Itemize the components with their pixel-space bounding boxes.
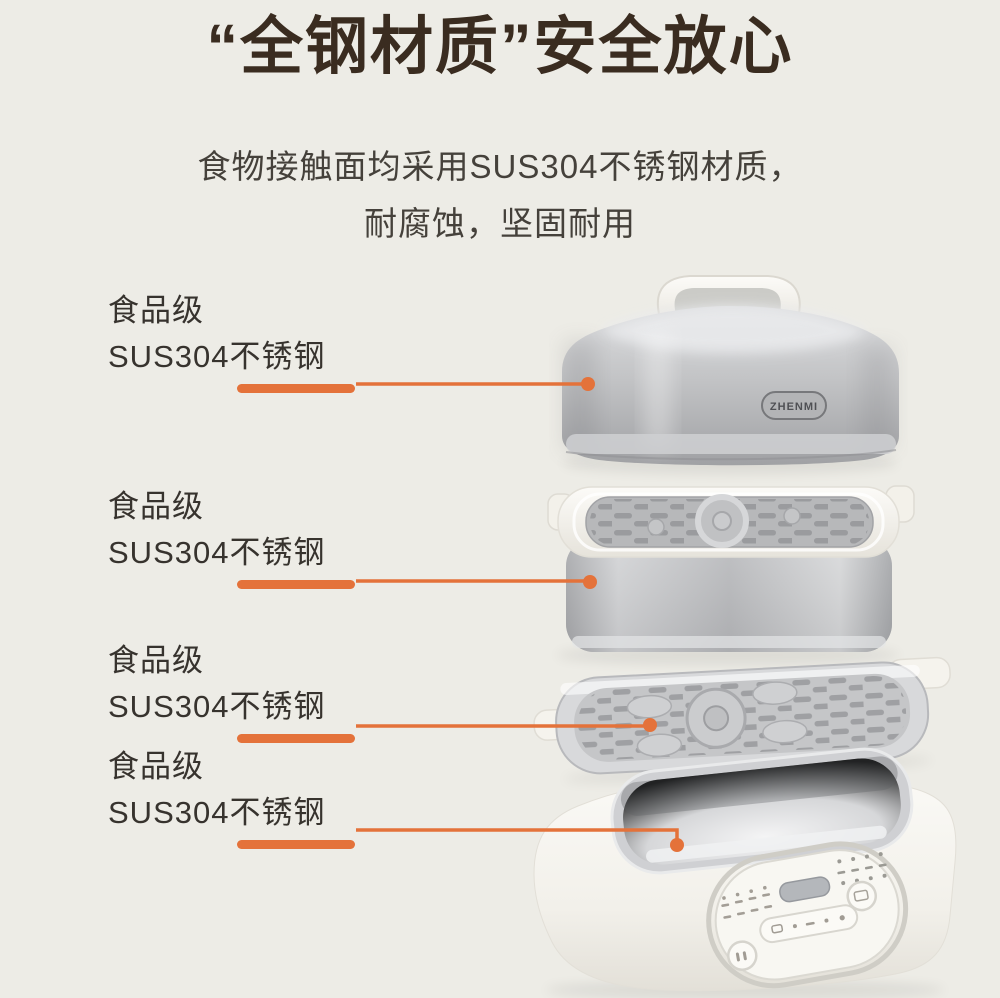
- pot-front-lip: [646, 825, 887, 863]
- callout-leader-lines: [356, 377, 684, 852]
- callout-label-tray: 食品级 SUS304不锈钢: [108, 638, 355, 743]
- basket-bottom-highlight: [572, 636, 886, 648]
- callout-grade: 食品级: [108, 489, 204, 524]
- callout-grade: 食品级: [108, 293, 204, 328]
- callout-label-pot: 食品级 SUS304不锈钢: [108, 744, 355, 849]
- lid-bottom-rim: [566, 434, 896, 454]
- callout-grade: 食品级: [108, 643, 204, 678]
- tray-center-cap: [703, 705, 730, 732]
- lid-bottom-edge: [565, 449, 897, 461]
- basket-body-sheen: [566, 538, 892, 652]
- page-subtitle: 食物接触面均采用SUS304不锈钢材质， 耐腐蚀，坚固耐用: [0, 138, 1000, 252]
- lid-left-shade: [563, 340, 597, 452]
- panel-function-button: [846, 880, 877, 912]
- steam-basket-illustration: [547, 485, 915, 665]
- tray-well-3: [636, 733, 683, 758]
- brand-badge: ZHENMI: [761, 391, 827, 420]
- callout-dot-basket: [583, 575, 597, 589]
- steel-lid-illustration: ZHENMI: [562, 275, 899, 474]
- basket-plate-center-cap: [712, 511, 732, 531]
- subtitle-line-1: 食物接触面均采用SUS304不锈钢材质，: [197, 148, 803, 185]
- callout-label-basket: 食品级 SUS304不锈钢: [108, 484, 355, 589]
- callout-dot-pot: [670, 838, 684, 852]
- callout-material: SUS304不锈钢: [108, 795, 326, 830]
- panel-power-button: [727, 940, 758, 971]
- callout-label-lid: 食品级 SUS304不锈钢: [108, 288, 355, 393]
- callout-line-basket: [356, 575, 597, 589]
- callout-dot-lid: [581, 377, 595, 391]
- callout-underline: [237, 384, 355, 393]
- callout-line-lid: [356, 377, 595, 391]
- subtitle-line-2: 耐腐蚀，坚固耐用: [364, 205, 636, 242]
- callout-underline: [237, 840, 355, 849]
- base-unit-illustration: [533, 747, 957, 998]
- callout-underline: [237, 734, 355, 743]
- panel-bezel: [706, 841, 909, 989]
- steam-tray-illustration: [533, 656, 951, 783]
- page-title: “全钢材质”安全放心: [206, 12, 794, 82]
- basket-rim-inner-edge: [572, 492, 885, 552]
- callout-material: SUS304不锈钢: [108, 535, 326, 570]
- tray-well-4: [762, 719, 808, 744]
- panel-indicator-marks-left: [721, 885, 773, 919]
- callout-grade: 食品级: [108, 749, 204, 784]
- brand-badge-label: ZHENMI: [770, 401, 818, 413]
- pot-inner-shadow: [620, 756, 898, 816]
- tray-well-2: [752, 681, 798, 705]
- panel-mode-pill: [759, 904, 859, 944]
- panel-display: [779, 876, 831, 903]
- callout-material: SUS304不锈钢: [108, 339, 326, 374]
- basket-plate-vent-right: [783, 507, 801, 525]
- tray-well-1: [626, 694, 673, 719]
- panel-indicator-marks-right: [837, 852, 887, 886]
- callout-material: SUS304不锈钢: [108, 689, 326, 724]
- lid-front-highlight: [645, 332, 671, 450]
- basket-plate-vent-left: [647, 518, 665, 536]
- callout-line-tray: [356, 718, 657, 732]
- control-panel: [706, 841, 909, 989]
- callout-line-pot: [356, 828, 684, 852]
- callout-underline: [237, 580, 355, 589]
- callout-dot-tray: [643, 718, 657, 732]
- lid-right-shade: [860, 345, 894, 450]
